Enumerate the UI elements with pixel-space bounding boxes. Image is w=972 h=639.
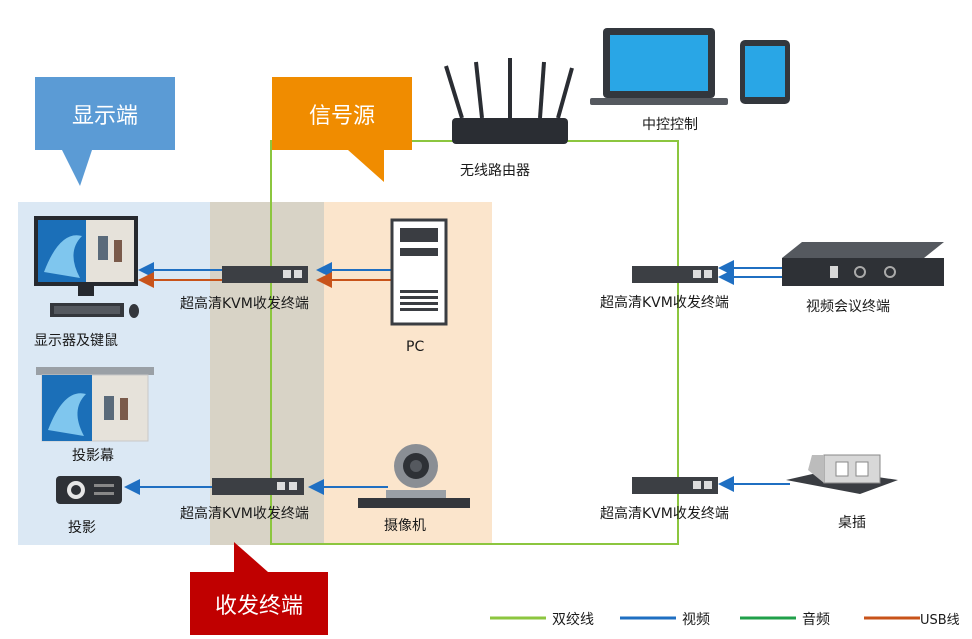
transceiver-callout-label: 收发终端 — [214, 593, 303, 619]
projector-icon — [56, 476, 122, 504]
kvm-label-1: 超高清KVM收发终端 — [180, 296, 309, 312]
projector-label: 投影 — [68, 520, 96, 536]
legend-label-video: 视频 — [682, 612, 710, 628]
display-callout-shape — [35, 77, 175, 186]
monitor-icon — [34, 216, 139, 318]
video-conference-label: 视频会议终端 — [806, 299, 890, 315]
legend-label-usb: USB线 — [920, 613, 960, 628]
desk-socket-label: 桌插 — [838, 515, 866, 531]
router-icon — [444, 58, 574, 144]
legend-label-audio: 音频 — [802, 612, 830, 628]
tablet-icon — [740, 40, 790, 104]
desk-socket-icon — [786, 454, 898, 494]
kvm-box-1 — [222, 266, 308, 283]
camera-icon — [358, 444, 470, 508]
central-control-label: 中控控制 — [642, 117, 698, 133]
projection-screen-label: 投影幕 — [72, 448, 114, 464]
pc-tower-icon — [390, 218, 448, 326]
legend-label-twisted: 双绞线 — [552, 612, 594, 628]
twisted-pair-loop — [270, 140, 679, 545]
pc-label: PC — [406, 339, 425, 355]
laptop-icon — [590, 28, 728, 105]
monitor-keyboard-label: 显示器及键鼠 — [34, 333, 118, 349]
video-conference-icon — [782, 242, 944, 286]
kvm-label-2: 超高清KVM收发终端 — [600, 295, 729, 311]
display-callout-label: 显示端 — [71, 103, 138, 129]
source-callout-label: 信号源 — [308, 103, 375, 129]
camera-label: 摄像机 — [384, 518, 426, 534]
kvm-box-3 — [212, 478, 304, 495]
kvm-box-2 — [632, 266, 718, 283]
kvm-box-4 — [632, 477, 718, 494]
projection-screen-icon — [36, 367, 154, 442]
source-callout-shape — [272, 77, 412, 182]
kvm-label-3: 超高清KVM收发终端 — [180, 506, 309, 522]
router-label: 无线路由器 — [460, 163, 530, 179]
kvm-label-4: 超高清KVM收发终端 — [600, 506, 729, 522]
transceiver-callout-shape — [190, 542, 328, 635]
